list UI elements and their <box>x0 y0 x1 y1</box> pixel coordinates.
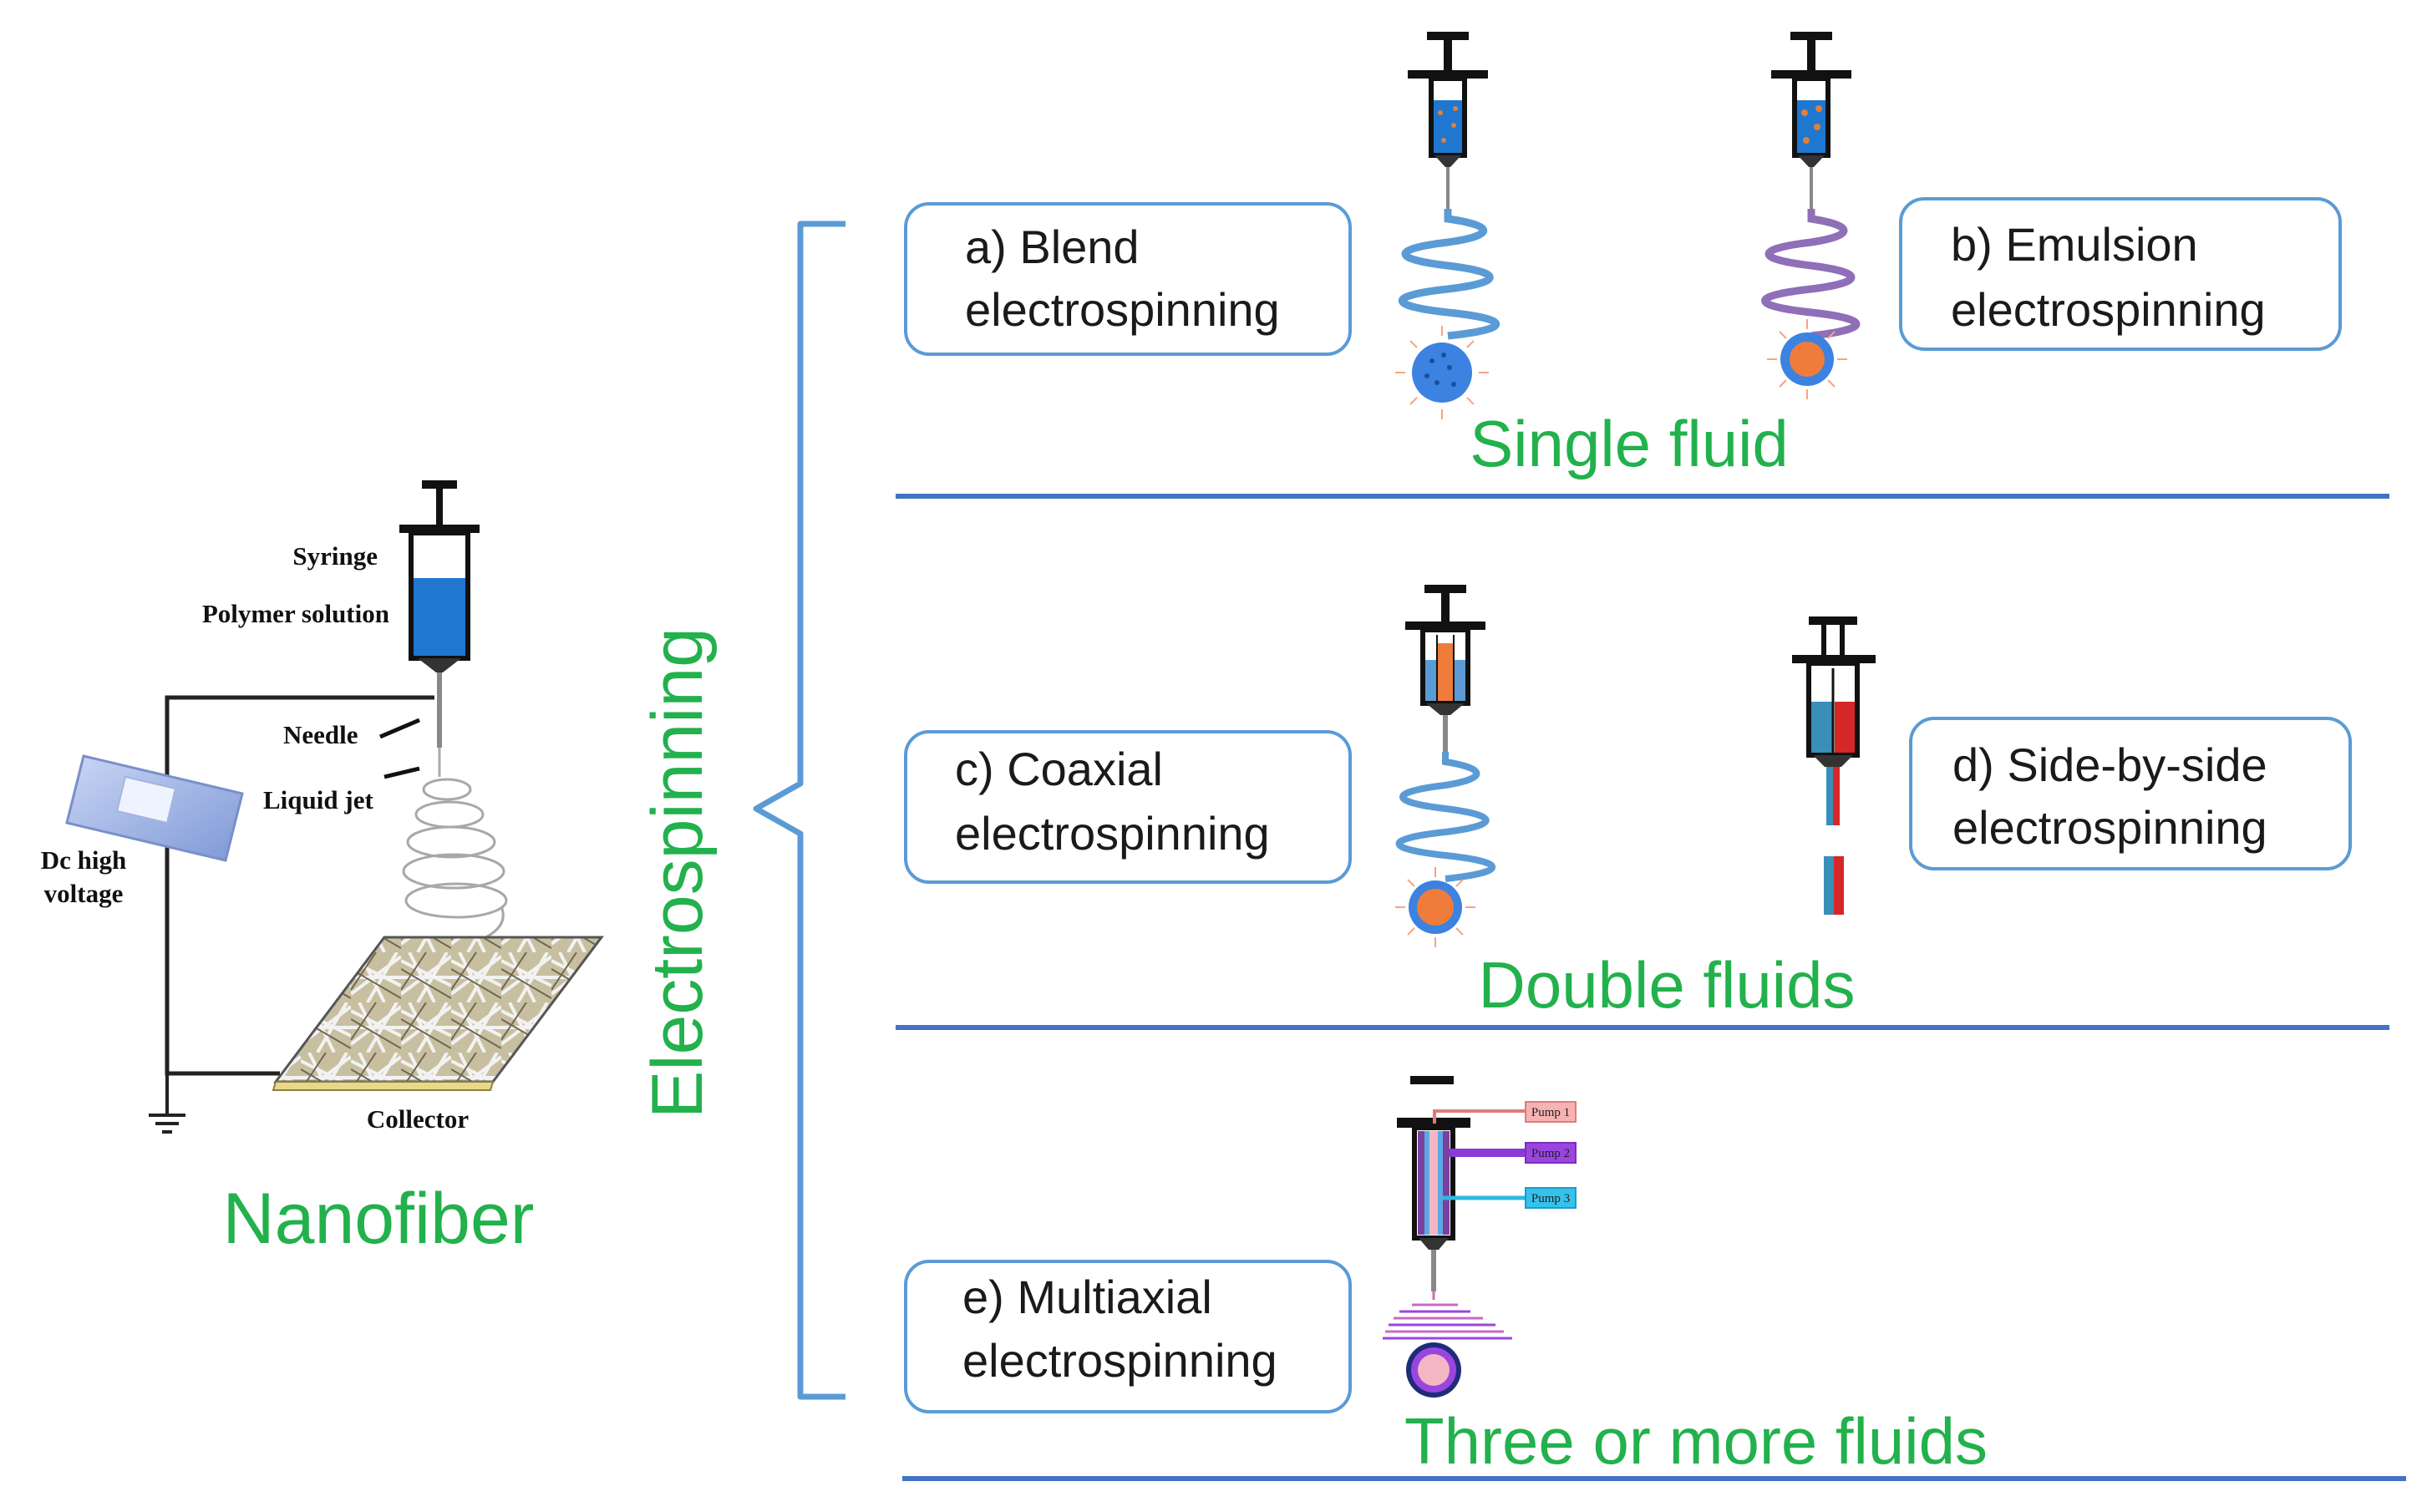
method-box-multiaxial: e) Multiaxial electrospinning <box>904 1260 1352 1413</box>
svg-text:electrospinning: electrospinning <box>955 807 1270 860</box>
svg-text:Pump 1: Pump 1 <box>1531 1106 1570 1119</box>
polymer-solution-fill <box>414 578 465 656</box>
coaxial-fiber-whip <box>1395 752 1495 882</box>
blend-syringe-icon <box>1408 32 1488 209</box>
side-by-side-fiber-segment-icon <box>1824 856 1844 915</box>
blend-fiber-cross-section-icon <box>1395 326 1489 419</box>
svg-text:electrospinning: electrospinning <box>1951 283 2266 336</box>
nanofiber-title: Nanofiber <box>223 1179 535 1259</box>
collector-icon <box>272 936 605 1091</box>
svg-text:Pump 3: Pump 3 <box>1531 1192 1570 1205</box>
svg-text:Pump 2: Pump 2 <box>1531 1147 1570 1160</box>
pump-1: Pump 1 <box>1433 1101 1577 1124</box>
liquid-jet-label: Liquid jet <box>263 785 373 814</box>
blend-fiber-whip <box>1399 209 1500 340</box>
svg-text:d) Side-by-side: d) Side-by-side <box>1952 738 2267 791</box>
ground-icon <box>149 1114 185 1134</box>
needle-label: Needle <box>283 720 358 749</box>
collector-label: Collector <box>367 1104 469 1134</box>
multiaxial-fiber-cross-section-icon <box>1406 1342 1461 1398</box>
section-caption-three-or-more-fluids: Three or more fluids <box>1404 1404 1988 1478</box>
method-box-side-by-side: d) Side-by-side electrospinning <box>1909 717 2352 870</box>
emulsion-syringe-icon <box>1771 32 1851 209</box>
dc-high-voltage-label-line2: voltage <box>44 879 124 908</box>
method-box-coaxial: c) Coaxial electrospinning <box>904 730 1352 884</box>
polymer-solution-label: Polymer solution <box>202 599 389 628</box>
svg-text:electrospinning: electrospinning <box>965 283 1280 336</box>
circuit-wire <box>165 695 434 1076</box>
fiber-coil <box>402 778 508 941</box>
svg-text:e) Multiaxial: e) Multiaxial <box>962 1271 1212 1323</box>
coaxial-fiber-cross-section-icon <box>1395 867 1475 947</box>
multiaxial-syringe-icon <box>1397 1076 1470 1291</box>
syringe-label: Syringe <box>292 541 378 571</box>
side-by-side-syringe-icon <box>1792 616 1876 825</box>
svg-text:a) Blend: a) Blend <box>965 221 1140 273</box>
coaxial-syringe-icon <box>1405 585 1485 753</box>
needle-icon <box>437 672 442 748</box>
dc-high-voltage-icon <box>65 754 244 862</box>
electrospinning-brace-label: Electrospinning <box>637 627 718 1119</box>
svg-text:b) Emulsion: b) Emulsion <box>1951 218 2198 271</box>
brace <box>753 221 845 1400</box>
section-caption-single-fluid: Single fluid <box>1470 407 1789 480</box>
dc-high-voltage-label-line1: Dc high <box>41 845 127 875</box>
pump-2: Pump 2 <box>1450 1142 1577 1164</box>
method-box-blend: a) Blend electrospinning <box>904 202 1352 356</box>
section-caption-double-fluids: Double fluids <box>1479 948 1856 1022</box>
svg-text:electrospinning: electrospinning <box>962 1334 1277 1387</box>
method-box-emulsion: b) Emulsion electrospinning <box>1899 197 2342 351</box>
emulsion-fiber-whip <box>1761 209 1861 340</box>
emulsion-fiber-cross-section-icon <box>1767 319 1847 399</box>
multiaxial-fiber-stack <box>1383 1291 1512 1340</box>
pump-3: Pump 3 <box>1443 1187 1577 1209</box>
syringe-icon <box>399 480 480 748</box>
svg-text:c) Coaxial: c) Coaxial <box>955 743 1163 795</box>
setup-illustration: Syringe Polymer solution Needle Liquid j… <box>41 480 605 1259</box>
svg-text:electrospinning: electrospinning <box>1952 801 2267 854</box>
